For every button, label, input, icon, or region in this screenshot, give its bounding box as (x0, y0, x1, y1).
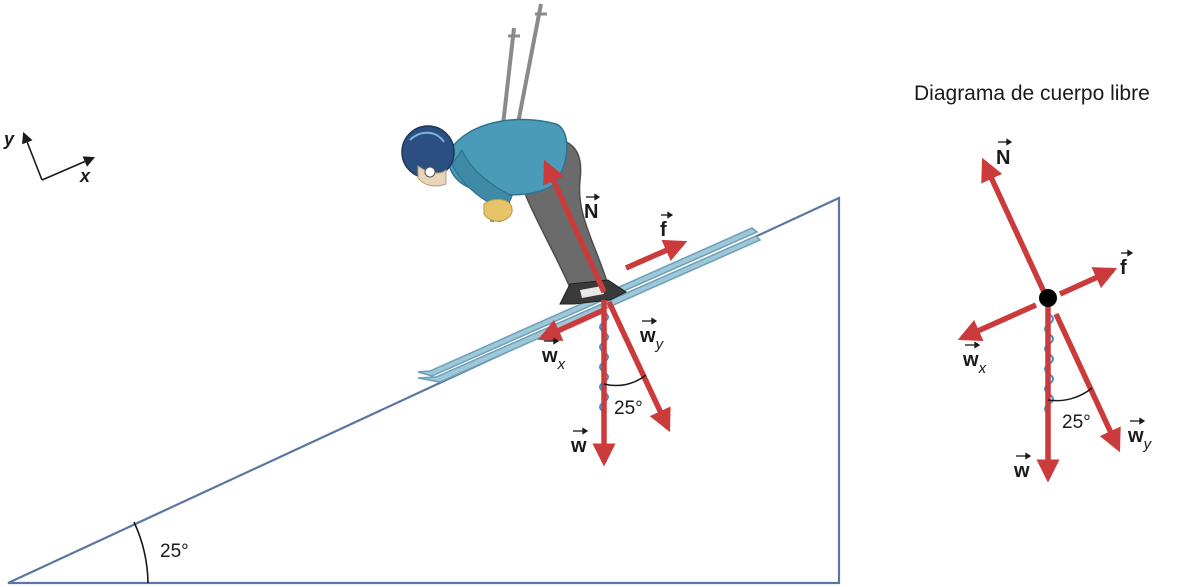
fbd-weight-y-label: wy (1127, 425, 1153, 453)
normal-arrow (543, 159, 607, 294)
coordinate-axes: y x (3, 129, 96, 186)
fbd-weight-angle-label: 25° (1062, 412, 1091, 433)
diagram-title: Diagrama de cuerpo libre (914, 82, 1150, 105)
fbd-weight-angle-arc (1047, 387, 1093, 402)
weight-x-arrow (537, 307, 606, 341)
incline: 25° (7, 196, 841, 585)
fbd-weight-x-label: wx (962, 349, 987, 377)
friction-arrow (624, 239, 688, 271)
skier (401, 3, 627, 305)
weight-y-arrow (606, 300, 671, 433)
x-axis-label: x (79, 166, 91, 186)
fbd-friction-arrow (1058, 267, 1118, 297)
fbd-normal-label: N (996, 147, 1010, 169)
particle-dot (1039, 289, 1057, 307)
weight-angle-arc (603, 374, 647, 387)
weight-label: w (570, 435, 587, 457)
fbd-normal-arrow (981, 157, 1047, 294)
free-body-diagram: Diagrama de cuerpo libre N f wx wy w 25° (914, 82, 1153, 483)
weight-x-label: wx (541, 345, 566, 373)
normal-label: N (584, 201, 598, 223)
incline-angle-label: 25° (160, 541, 189, 562)
incline-angle-arc (133, 521, 149, 584)
friction-label: f (660, 219, 667, 241)
fbd-weight-y-arrow (1053, 312, 1121, 453)
weight-angle-label: 25° (614, 398, 643, 419)
weight-y-label: wy (639, 325, 665, 353)
y-axis-label: y (3, 129, 15, 149)
fbd-weight-x-arrow (957, 302, 1038, 342)
skier-forces: N f wy wx w 25° (537, 159, 688, 467)
fbd-weight-label: w (1013, 460, 1030, 482)
fbd-friction-label: f (1120, 257, 1127, 279)
